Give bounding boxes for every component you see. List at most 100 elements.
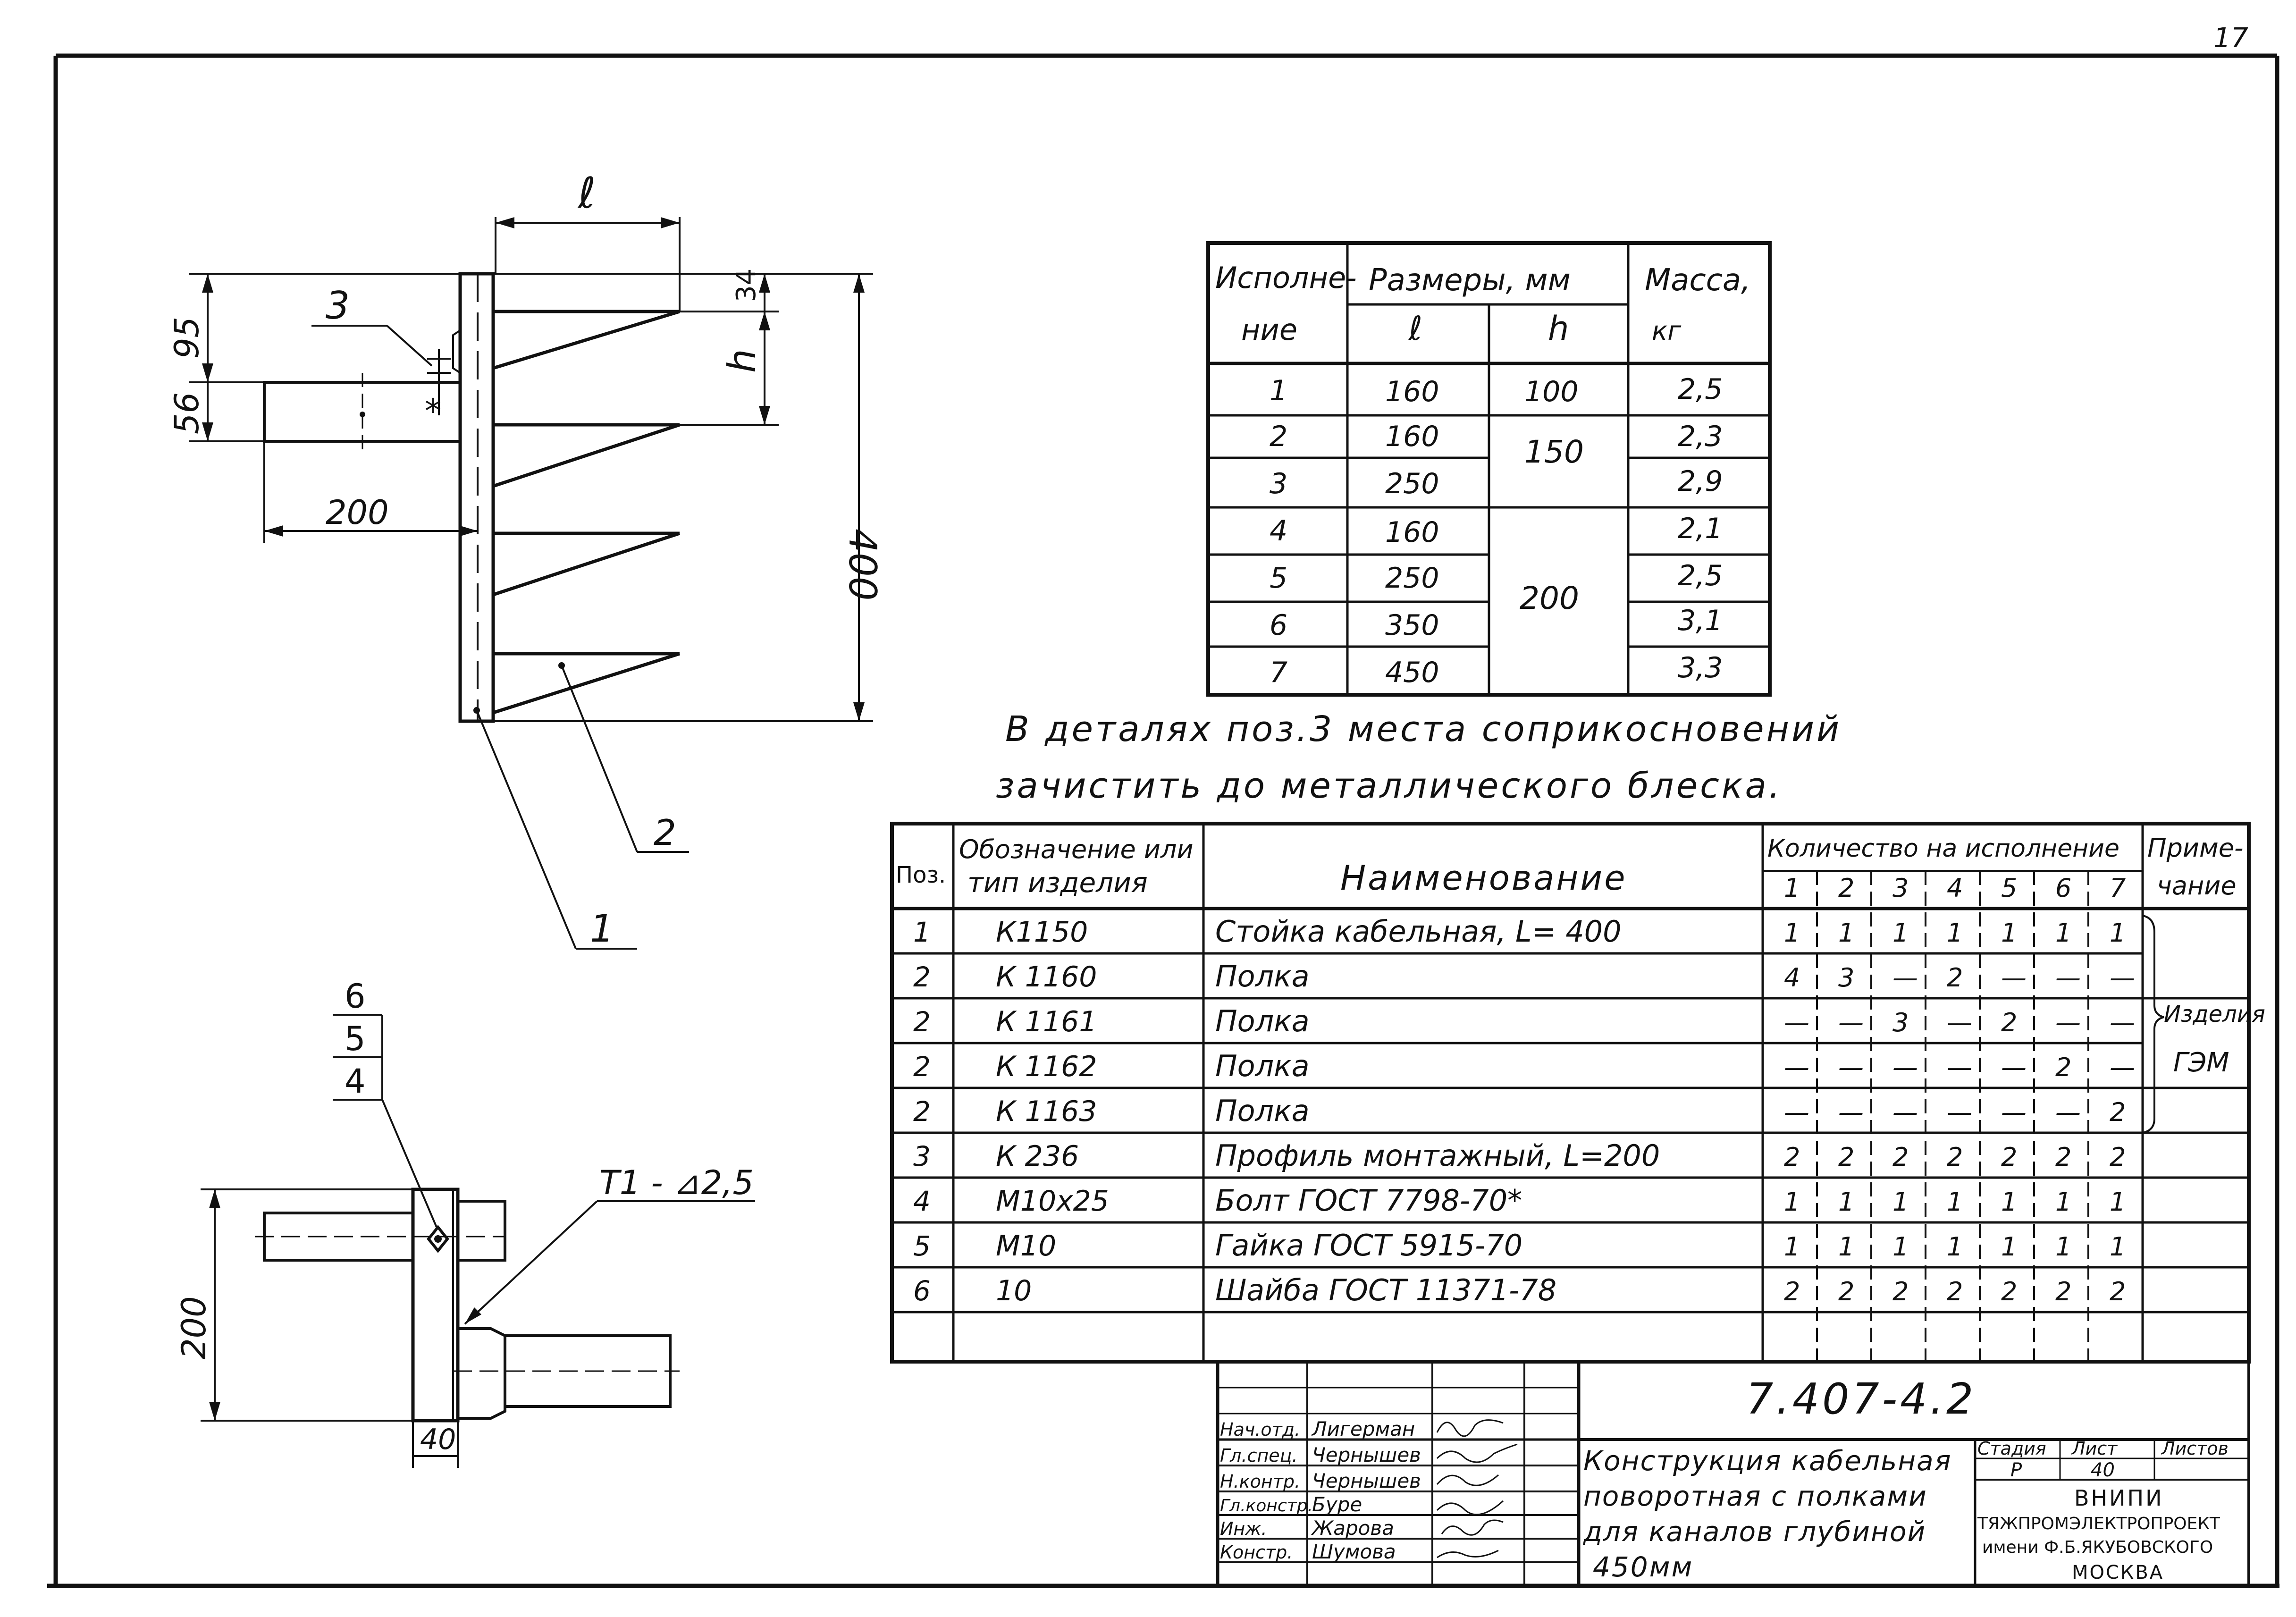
spec-cell-qty: 1: [1784, 1232, 1800, 1262]
spec-cell-name: Полка: [1215, 1004, 1310, 1038]
title-block: 7.407-4.2 Нач.отд. Лигерман Гл.спец. Чер…: [1216, 1362, 2250, 1586]
spec-cell-designation: М10х25: [996, 1185, 1109, 1218]
sizes-table: Исполне- ние Размеры, мм ℓ h Масса, кг 1…: [1206, 241, 1772, 697]
sizes-cell: 7: [1270, 656, 1287, 689]
signer-name: Лигерман: [1311, 1417, 1415, 1440]
spec-cell-name: Полка: [1215, 1094, 1310, 1128]
spec-cell-qty: 2: [1947, 1277, 1963, 1306]
spec-note-1: Изделия: [2164, 1001, 2265, 1027]
spec-cell-qty: 2: [2110, 1277, 2126, 1306]
spec-cell-name: Шайба ГОСТ 11371-78: [1215, 1273, 1556, 1307]
spec-cell-qty: 1: [2001, 918, 2017, 948]
spec-cell-qty: 1: [2110, 1232, 2126, 1262]
signer-role: Нач.отд.: [1220, 1419, 1300, 1440]
spec-cell-qty: 1: [1947, 1232, 1963, 1262]
sizes-cell: 3,1: [1678, 604, 1723, 637]
spec-cell-qty: —: [2001, 1053, 2027, 1082]
signer-rows: Нач.отд. Лигерман Гл.спец. Чернышев Н.ко…: [1220, 1417, 1421, 1563]
spec-cell-qty: 2: [1838, 1277, 1854, 1306]
spec-cell-qty: 1: [2110, 918, 2126, 948]
spec-cell-qty: 1: [2001, 1232, 2017, 1262]
sizes-header-variant-2: ние: [1241, 312, 1297, 347]
spec-cell-qty: 2: [2055, 1277, 2071, 1306]
spec-header-note-1: Приме-: [2147, 833, 2243, 863]
signer-name: Шумова: [1312, 1540, 1396, 1563]
spec-cell-qty: 2: [1892, 1277, 1909, 1306]
spec-cell-qty: —: [1784, 1097, 1809, 1127]
spec-cell-pos: 2: [913, 961, 931, 993]
dim-95: 95: [168, 317, 206, 359]
signer-role: Н.контр.: [1220, 1471, 1300, 1492]
sizes-cell: 2: [1270, 420, 1287, 453]
spec-cell-qty: 2: [1784, 1277, 1800, 1306]
sizes-h-group-1: 100: [1524, 375, 1579, 408]
variant-num: 4: [1947, 873, 1963, 903]
dim-400: 400: [841, 529, 884, 601]
sheet-value: 40: [2091, 1459, 2115, 1481]
header-sheet: Лист: [2071, 1438, 2118, 1459]
spec-cell-pos: 3: [913, 1140, 931, 1172]
spec-cell-pos: 6: [913, 1275, 931, 1307]
spec-cell-qty: —: [2110, 963, 2135, 993]
spec-cell-pos: 2: [913, 1051, 931, 1083]
spec-cell-qty: 1: [1892, 918, 1909, 948]
note: В деталях поз.3 места соприкосновений за…: [996, 709, 1839, 806]
spec-cell-qty: 2: [1892, 1142, 1909, 1172]
sizes-row-5: 5 250 2,5: [1270, 559, 1723, 595]
sizes-cell: 160: [1385, 420, 1439, 453]
spec-cell-qty: 2: [1784, 1142, 1800, 1172]
variant-num: 7: [2110, 873, 2126, 903]
sizes-row-6: 6 350 3,1: [1270, 604, 1723, 642]
sizes-cell: 250: [1385, 467, 1439, 500]
sheet-frame: 17: [47, 22, 2279, 1588]
org-line-3: имени Ф.Б.ЯКУБОВСКОГО: [1982, 1538, 2213, 1557]
spec-cell-qty: 2: [1947, 963, 1963, 993]
spec-cell-name: Полка: [1215, 1049, 1310, 1083]
spec-cell-pos: 1: [913, 916, 931, 948]
sizes-header-h: h: [1548, 309, 1569, 348]
signer-name: Чернышев: [1312, 1443, 1421, 1466]
spec-cell-name: Болт ГОСТ 7798-70*: [1215, 1183, 1522, 1218]
spec-cell-qty: 1: [2055, 1232, 2071, 1262]
spec-cell-qty: 2: [2055, 1142, 2071, 1172]
dim-200-top: 200: [175, 1296, 213, 1359]
spec-cell-qty: —: [1947, 1053, 1972, 1082]
signer-role: Констр.: [1220, 1542, 1293, 1563]
signer-name: Буре: [1312, 1493, 1362, 1516]
spec-cell-qty: 1: [2001, 1187, 2017, 1217]
spec-cell-qty: 2: [2055, 1053, 2071, 1082]
spec-header-desig-2: тип изделия: [967, 867, 1148, 899]
spec-cell-qty: 2: [1947, 1142, 1963, 1172]
sizes-header-mass-2: кг: [1652, 316, 1682, 346]
title-line-2: поворотная с полками: [1583, 1480, 1927, 1512]
spec-cell-designation: 10: [996, 1274, 1032, 1307]
sizes-h-group-3: 200: [1520, 580, 1579, 616]
spec-cell-qty: 1: [2110, 1187, 2126, 1217]
spec-cell-qty: —: [1892, 1097, 1918, 1127]
spec-cell-qty: 1: [1784, 1187, 1800, 1217]
sizes-cell: 160: [1385, 375, 1439, 408]
sizes-cell: 4: [1270, 514, 1287, 547]
dim-56: 56: [168, 392, 206, 434]
pos-4-label: 4: [345, 1062, 366, 1101]
spec-cell-qty: 2: [2110, 1142, 2126, 1172]
spec-cell-qty: 3: [1892, 1008, 1909, 1037]
note-line-2: зачистить до металлического блеска.: [996, 766, 1782, 806]
pos-3-label: 3: [326, 284, 350, 328]
spec-cell-qty: 1: [1838, 918, 1854, 948]
spec-cell-qty: 1: [1784, 918, 1800, 948]
spec-cell-designation: К 236: [996, 1140, 1079, 1173]
spec-cell-qty: 1: [1892, 1232, 1909, 1262]
rack-side-view: * ℓ 34 h 400: [168, 168, 884, 951]
spec-cell-qty: 2: [2110, 1097, 2126, 1127]
spec-cell-designation: К1150: [996, 916, 1088, 949]
signer-name: Чернышев: [1312, 1469, 1421, 1492]
